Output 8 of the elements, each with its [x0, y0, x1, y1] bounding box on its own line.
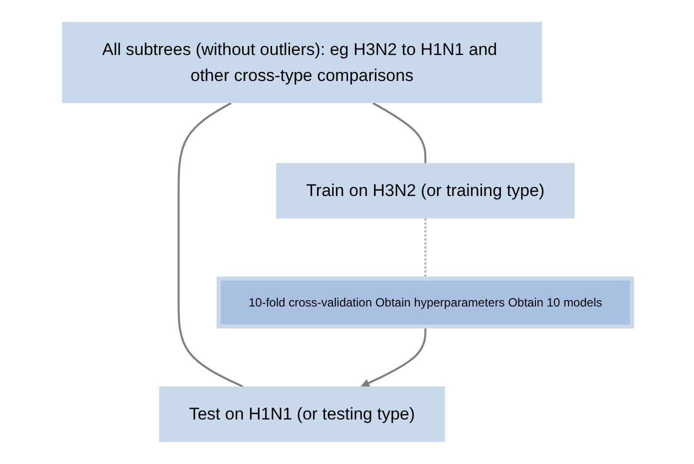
connector	[424, 218, 426, 278]
node-box: All subtrees (without outliers): eg H3N2 to H1N1 and other cross-type comparisons	[62, 22, 542, 103]
node-box: 10-fold cross-validation Obtain hyperparameters Obtain 10 models	[216, 276, 634, 328]
arrow	[360, 326, 426, 388]
node-box: Test on H1N1 (or testing type)	[159, 386, 445, 442]
node-box: Train on H3N2 (or training type)	[276, 163, 575, 218]
connector	[372, 102, 426, 163]
connector	[178, 102, 244, 388]
